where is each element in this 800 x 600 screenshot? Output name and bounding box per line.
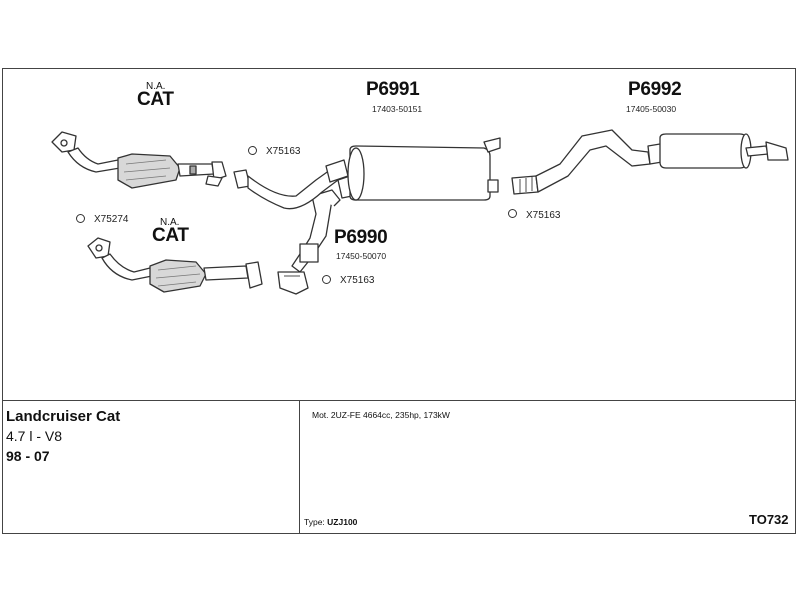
gasket-ring-icon xyxy=(248,146,257,155)
vehicle-model: Landcruiser Cat xyxy=(6,408,121,425)
type-label: Type: xyxy=(304,517,325,527)
gasket-ring-icon xyxy=(322,275,331,284)
catalyst-bottom-part[interactable] xyxy=(87,237,263,293)
gasket-ref-1: X75163 xyxy=(266,146,301,157)
p6992-muffler-part[interactable] xyxy=(511,129,789,195)
cat-top-label: CAT xyxy=(137,89,174,110)
p6990-code: P6990 xyxy=(334,227,388,248)
p6992-code: P6992 xyxy=(628,79,682,100)
gasket-ring-icon xyxy=(76,214,85,223)
catalyst-top-part[interactable] xyxy=(51,131,227,189)
info-divider-horizontal xyxy=(2,400,796,401)
p6990-oe-number: 17450-50070 xyxy=(336,251,387,261)
vehicle-engine: 4.7 l - V8 xyxy=(6,428,63,444)
motor-spec: Mot. 2UZ-FE 4664cc, 235hp, 173kW xyxy=(312,410,450,420)
p6991-silencer-part[interactable] xyxy=(233,137,501,210)
p6992-oe-number: 17405-50030 xyxy=(626,104,677,114)
p6991-code: P6991 xyxy=(366,79,420,100)
cat-top-na-label: N.A. xyxy=(146,81,166,92)
gasket-ref-3: X75163 xyxy=(526,210,561,221)
p6991-oe-number: 17403-50151 xyxy=(372,104,423,114)
gasket-ring-icon xyxy=(508,209,517,218)
diagram-frame xyxy=(2,68,796,534)
vehicle-years: 98 - 07 xyxy=(6,448,50,464)
gasket-ref-2: X75274 xyxy=(94,214,129,225)
info-divider-vertical xyxy=(299,400,300,534)
type-value: UZJ100 xyxy=(327,517,358,527)
cat-bottom-na-label: N.A. xyxy=(160,217,180,228)
catalog-code: TO732 xyxy=(749,512,789,527)
gasket-ref-4: X75163 xyxy=(340,275,375,286)
type-line: Type: UZJ100 xyxy=(304,517,357,527)
cat-bottom-label: CAT xyxy=(152,225,189,246)
